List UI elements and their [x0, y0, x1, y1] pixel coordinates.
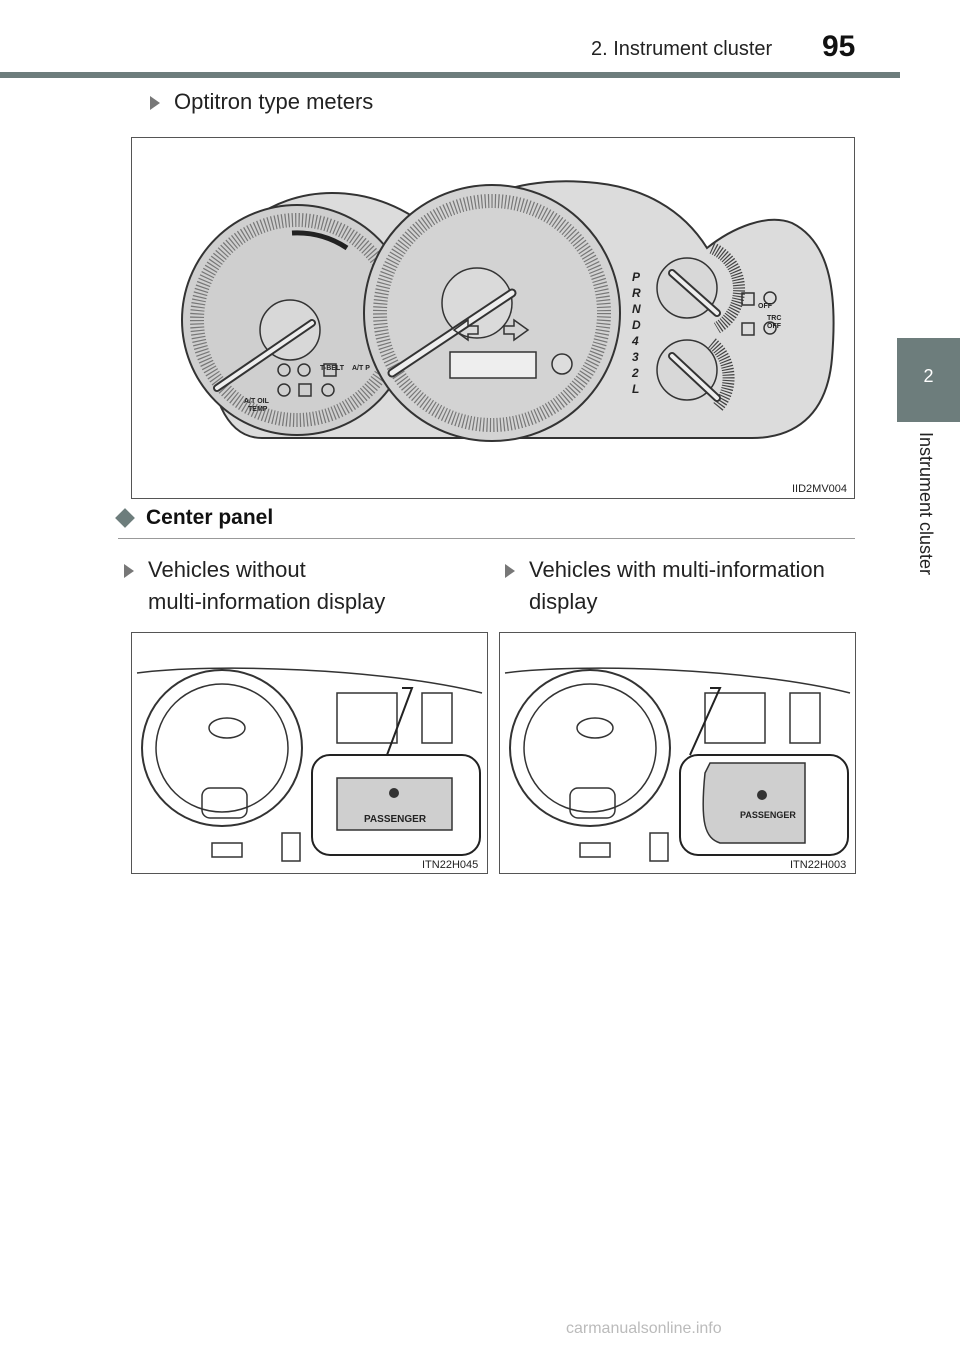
- trc-label: TRC: [767, 315, 781, 322]
- chapter-number: 2: [923, 366, 934, 386]
- gear-label: D: [632, 318, 641, 332]
- without-mid-heading: Vehicles without multi-information displ…: [124, 554, 484, 618]
- gear-label: P: [632, 270, 641, 284]
- off-label: OFF: [758, 303, 773, 310]
- section-title-header: 2. Instrument cluster: [591, 38, 773, 60]
- chapter-tab[interactable]: 2: [897, 338, 960, 422]
- meters-heading: Optitron type meters: [150, 86, 373, 118]
- header-rule: [0, 72, 900, 78]
- watermark: carmanualsonline.info: [566, 1320, 722, 1337]
- diamond-bullet-icon: [115, 508, 135, 529]
- section-rule: [118, 538, 855, 539]
- figure-code: ITN22H003: [790, 859, 847, 871]
- center-panel-figure-with: PASSENGER ITN22H003: [499, 632, 856, 874]
- at-oil-label: A/T OIL: [244, 398, 270, 405]
- figure-code: ITN22H045: [422, 859, 479, 871]
- center-panel-title: Center panel: [115, 506, 273, 530]
- gear-label: 3: [632, 350, 639, 364]
- gear-label: L: [632, 382, 639, 396]
- center-panel-figure-without: PASSENGER ITN22H045: [131, 632, 488, 874]
- with-mid-heading: Vehicles with multi-information display: [505, 554, 865, 618]
- t-belt-label: T-BELT: [320, 365, 345, 372]
- gear-label: R: [632, 286, 641, 300]
- chapter-label: Instrument cluster: [916, 432, 936, 576]
- gear-label: 4: [631, 334, 639, 348]
- dashboard-illustration: PASSENGER: [504, 667, 851, 862]
- instrument-cluster-illustration: P R N D 4 3 2 L T-BELT A/T P A/T OIL TEM…: [181, 180, 835, 442]
- passenger-badge: PASSENGER: [740, 810, 796, 820]
- temp-label: TEMP: [248, 406, 268, 413]
- instrument-cluster-figure: P R N D 4 3 2 L T-BELT A/T P A/T OIL TEM…: [131, 137, 855, 499]
- triangle-bullet-icon: [505, 564, 515, 579]
- gear-label: 2: [631, 366, 639, 380]
- at-p-label: A/T P: [352, 365, 370, 372]
- passenger-badge: PASSENGER: [364, 814, 427, 825]
- figure-code: IID2MV004: [792, 483, 848, 495]
- page-number: 95: [822, 30, 856, 63]
- triangle-bullet-icon: [124, 564, 134, 579]
- triangle-bullet-icon: [150, 96, 160, 111]
- dashboard-illustration: PASSENGER: [136, 667, 483, 862]
- gear-label: N: [632, 302, 641, 316]
- trc-off-label: OFF: [767, 323, 782, 330]
